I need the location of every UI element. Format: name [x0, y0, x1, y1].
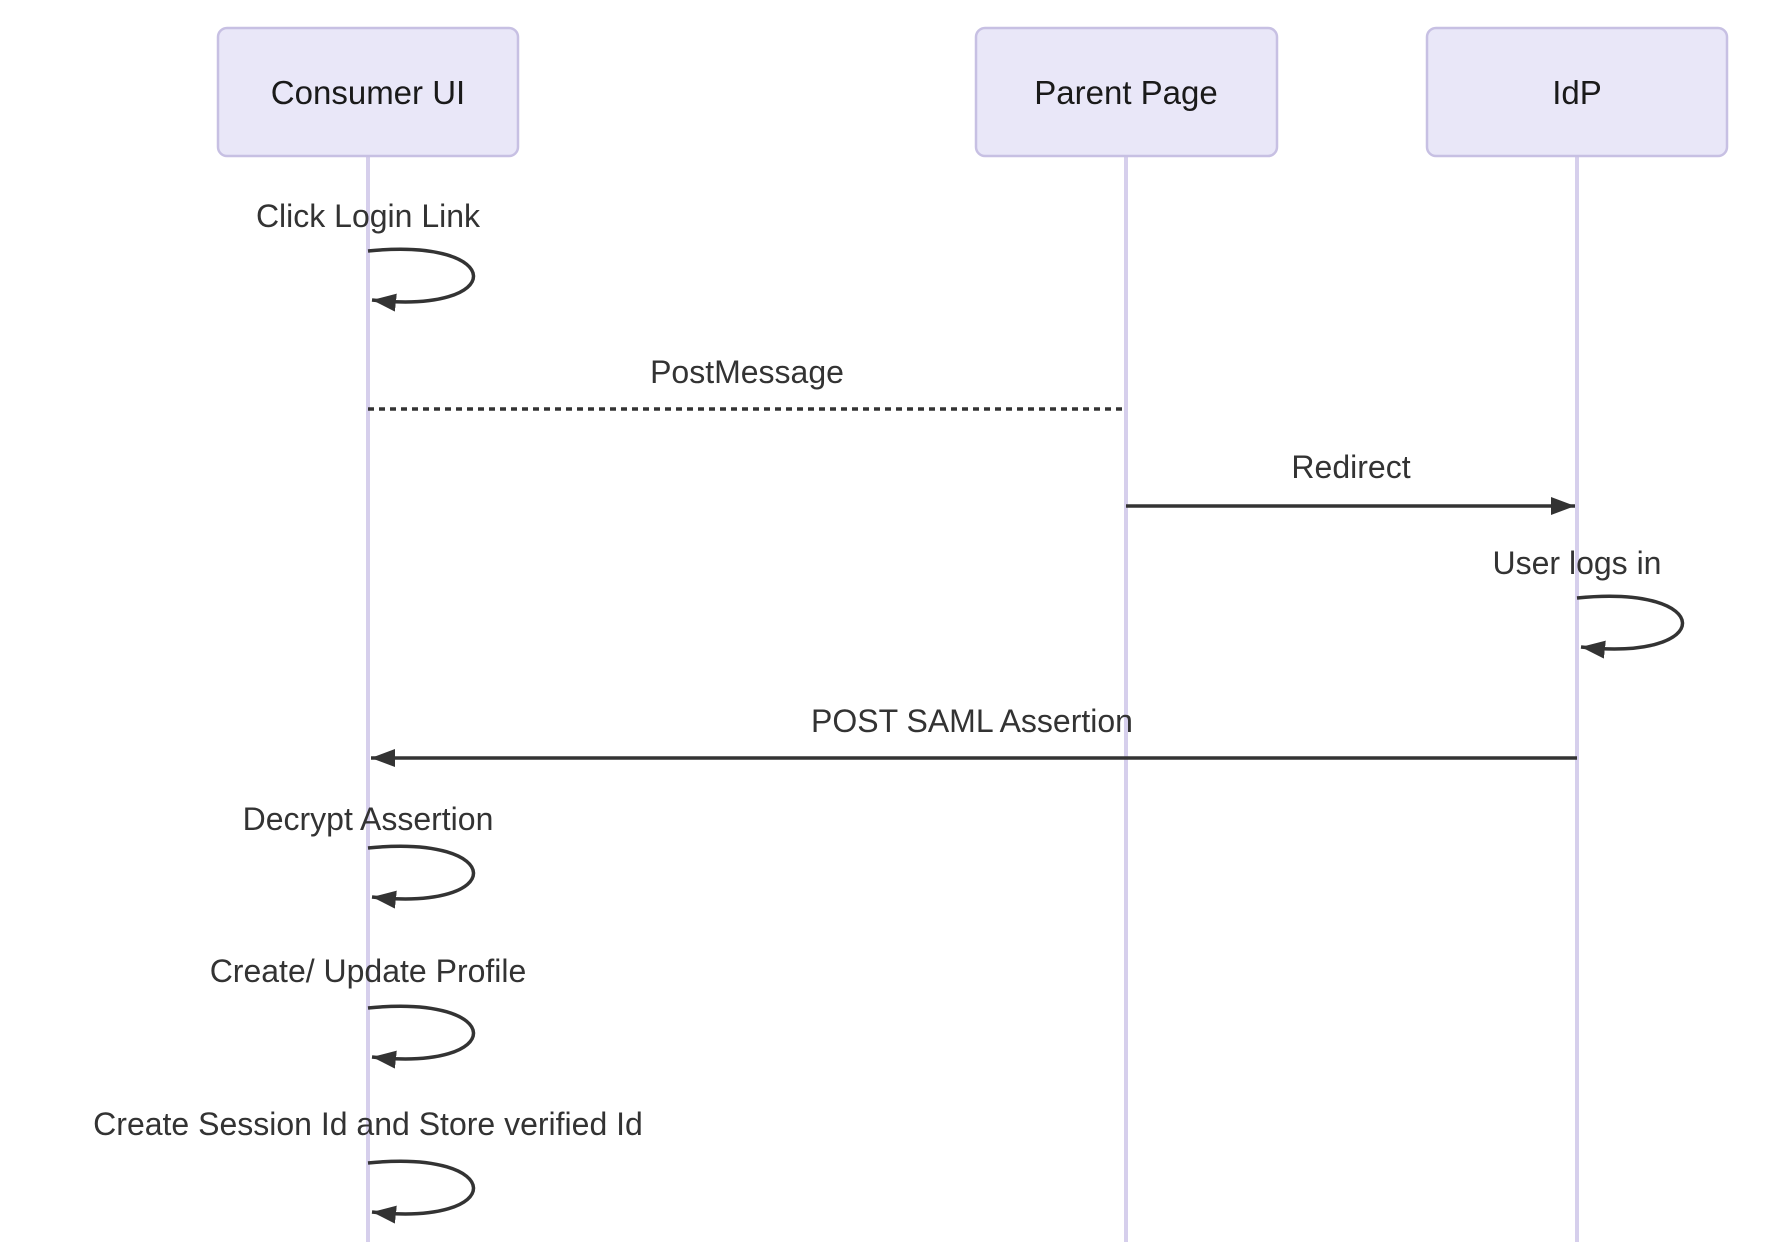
self-loop-arrow — [367, 1159, 476, 1224]
message-postmessage: PostMessage — [368, 354, 1126, 411]
actor-label-parent-page: Parent Page — [1034, 74, 1217, 111]
message-label: Redirect — [1291, 449, 1410, 485]
actor-box-idp — [1425, 26, 1729, 158]
message-redirect: Redirect — [1126, 449, 1575, 515]
actor-box-consumer-ui — [216, 26, 520, 158]
actor-label-idp: IdP — [1552, 74, 1602, 111]
self-loop-arrow — [367, 844, 476, 909]
actor-box-parent-page — [974, 26, 1279, 158]
message-user-logs-in: User logs in — [1493, 545, 1685, 659]
message-decrypt-assertion: Decrypt Assertion — [243, 801, 494, 909]
message-label: Decrypt Assertion — [243, 801, 494, 837]
message-label: PostMessage — [650, 354, 844, 390]
actor-consumer-ui: Consumer UI — [216, 26, 520, 158]
message-label: User logs in — [1493, 545, 1662, 581]
message-post-saml-assertion: POST SAML Assertion — [371, 703, 1577, 767]
self-loop-arrow — [367, 247, 476, 312]
self-loop-arrow — [367, 1004, 476, 1069]
message-label: POST SAML Assertion — [811, 703, 1133, 739]
message-create-update-profile: Create/ Update Profile — [210, 953, 527, 1069]
self-loop-arrow — [1576, 594, 1685, 659]
message-create-session-id: Create Session Id and Store verified Id — [93, 1106, 643, 1224]
actor-idp: IdP — [1425, 26, 1729, 158]
message-label: Create Session Id and Store verified Id — [93, 1106, 643, 1142]
message-label: Create/ Update Profile — [210, 953, 527, 989]
message-label: Click Login Link — [256, 198, 481, 234]
message-click-login-link: Click Login Link — [256, 198, 481, 312]
actor-label-consumer-ui: Consumer UI — [271, 74, 465, 111]
actor-parent-page: Parent Page — [974, 26, 1279, 158]
